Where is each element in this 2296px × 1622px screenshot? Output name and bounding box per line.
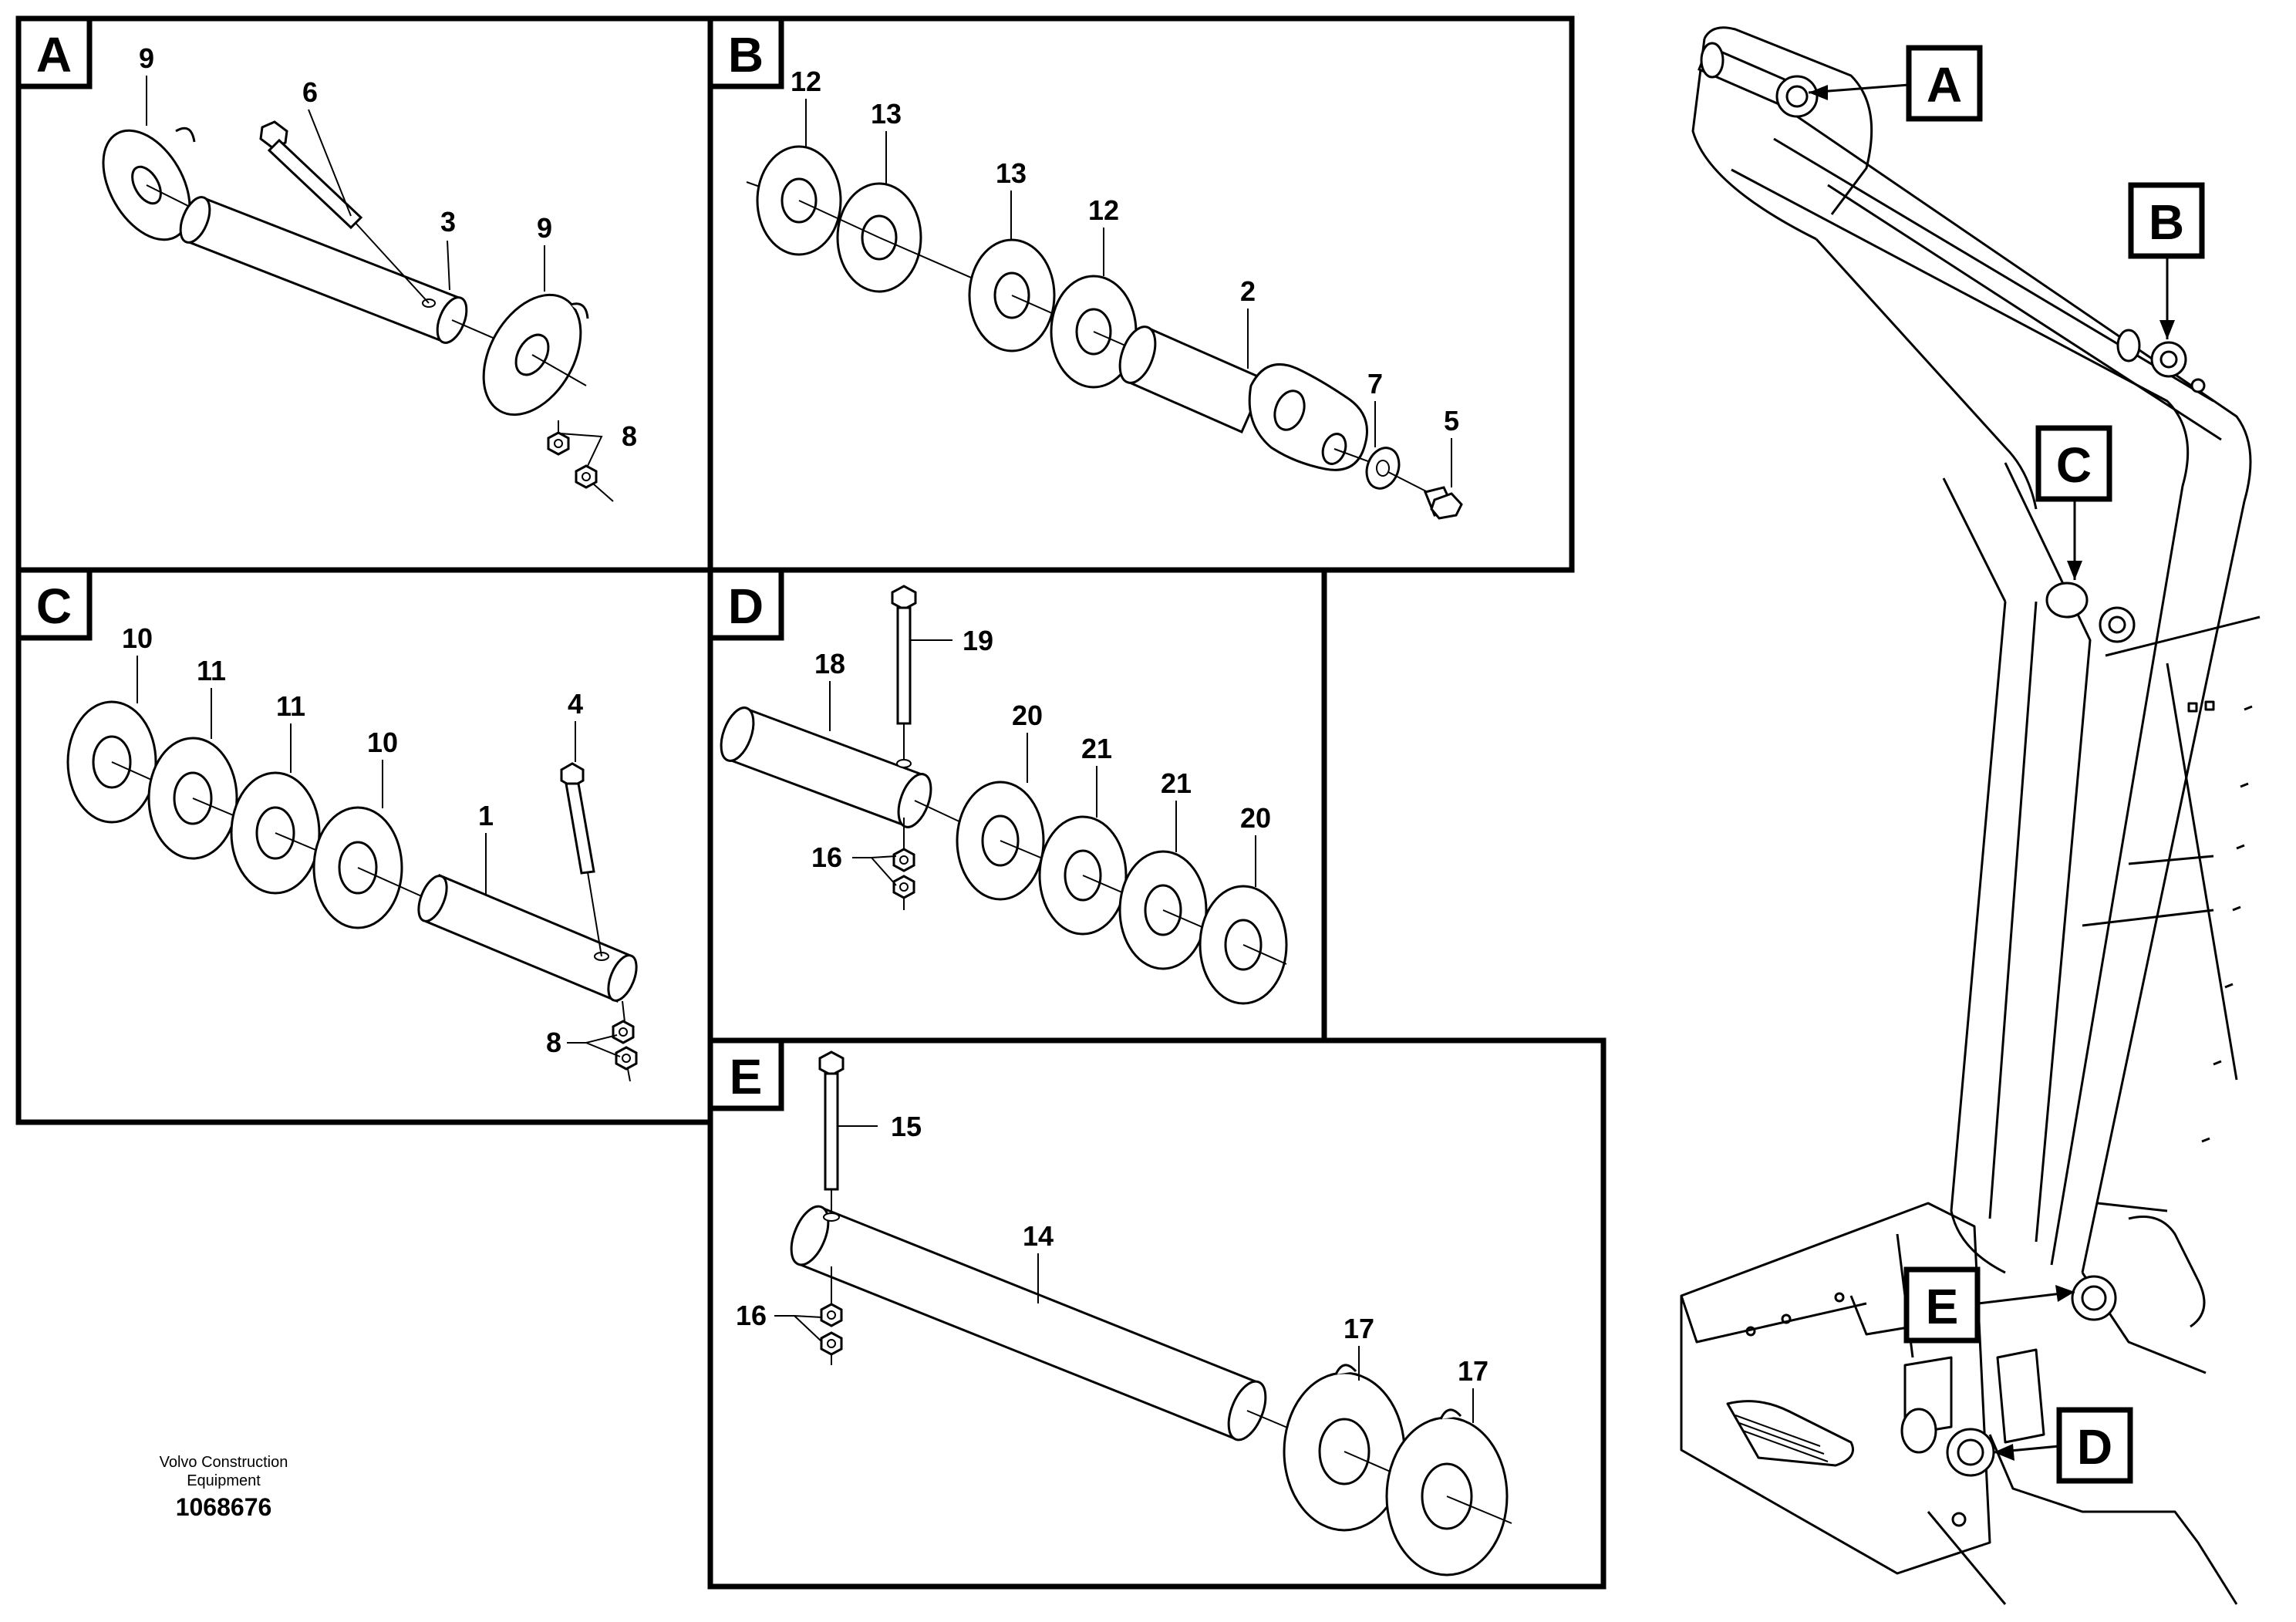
nut-8-lower bbox=[575, 464, 598, 489]
nut-8-lower-c bbox=[615, 1046, 638, 1071]
pin-18 bbox=[720, 706, 932, 828]
panel-c-letter: C bbox=[36, 578, 72, 634]
callout-d-21-right: 21 bbox=[1161, 767, 1192, 799]
callout-c-10-left: 10 bbox=[122, 622, 153, 654]
callout-d-21-left: 21 bbox=[1081, 733, 1112, 764]
callout-a-3: 3 bbox=[440, 206, 456, 238]
nut-16-lower-d bbox=[892, 875, 915, 899]
callout-c-10-right: 10 bbox=[367, 727, 398, 758]
callout-e-15: 15 bbox=[891, 1111, 922, 1142]
drawing-number: 1068676 bbox=[175, 1493, 272, 1521]
panel-d-leaders bbox=[829, 639, 1256, 887]
callout-c-4: 4 bbox=[568, 688, 583, 720]
overview-tag-b: B bbox=[2128, 182, 2205, 339]
svg-text:A: A bbox=[1927, 57, 1962, 113]
callout-a-8: 8 bbox=[622, 420, 637, 452]
callout-b-2: 2 bbox=[1240, 275, 1256, 307]
caption-line-1: Volvo Construction bbox=[159, 1454, 288, 1471]
nut-16-upper-e bbox=[820, 1303, 843, 1327]
joint-d bbox=[1900, 1408, 1995, 1477]
panel-c-leaders bbox=[137, 656, 621, 1057]
callout-e-16: 16 bbox=[736, 1300, 767, 1331]
callout-d-19: 19 bbox=[963, 625, 993, 656]
panel-b-leaders bbox=[805, 99, 1452, 487]
callout-c-1: 1 bbox=[478, 800, 494, 831]
callout-c-8: 8 bbox=[546, 1027, 561, 1058]
joint-a bbox=[1698, 42, 1819, 118]
callout-c-11-left: 11 bbox=[197, 655, 226, 686]
svg-text:C: C bbox=[2056, 437, 2092, 493]
callout-d-20-right: 20 bbox=[1240, 802, 1271, 834]
callout-b-12-left: 12 bbox=[791, 66, 821, 97]
svg-text:E: E bbox=[1926, 1279, 1959, 1334]
callout-d-20-left: 20 bbox=[1012, 700, 1043, 731]
svg-text:D: D bbox=[2077, 1419, 2112, 1475]
panel-a-label-box bbox=[15, 15, 93, 89]
callout-e-17-left: 17 bbox=[1344, 1313, 1374, 1344]
callout-b-7: 7 bbox=[1367, 368, 1383, 400]
panel-e-letter: E bbox=[730, 1049, 763, 1104]
svg-text:B: B bbox=[2149, 194, 2184, 250]
panel-d-label-box bbox=[707, 567, 784, 641]
overview-tag-d: D bbox=[1993, 1407, 2133, 1484]
panel-b: B bbox=[707, 15, 1575, 573]
panel-e-label-box bbox=[707, 1037, 784, 1111]
washer-7 bbox=[1365, 447, 1401, 490]
overview-tag-a: A bbox=[1808, 45, 1983, 122]
bolt-5 bbox=[1423, 486, 1463, 520]
publisher-caption: Volvo Construction Equipment 1068676 bbox=[116, 1453, 332, 1523]
callout-a-9-left: 9 bbox=[139, 42, 154, 74]
panel-d: D bbox=[707, 567, 1327, 1044]
panel-e: E bbox=[707, 1037, 1607, 1590]
nut-8-upper-c bbox=[612, 1020, 635, 1044]
overview-tag-c: C bbox=[2035, 425, 2112, 580]
pin-2 bbox=[1118, 325, 1368, 471]
nut-16-lower-e bbox=[820, 1331, 843, 1356]
bolt-4 bbox=[560, 762, 602, 957]
panel-b-letter: B bbox=[728, 27, 764, 83]
boom-overview bbox=[1680, 26, 2261, 1605]
bolt-19 bbox=[891, 585, 917, 762]
callout-c-11-right: 11 bbox=[276, 690, 305, 722]
joint-c bbox=[2045, 582, 2136, 643]
callout-b-12-right: 12 bbox=[1088, 194, 1119, 226]
callout-b-13-right: 13 bbox=[996, 157, 1027, 189]
panel-b-label-box bbox=[707, 15, 784, 89]
callout-a-6: 6 bbox=[302, 76, 318, 108]
nut-16-upper-d bbox=[892, 848, 915, 872]
panel-a-leaders bbox=[146, 76, 603, 467]
panel-d-letter: D bbox=[728, 578, 764, 634]
callout-d-16: 16 bbox=[811, 841, 842, 873]
overview-tag-e: E bbox=[1903, 1266, 2075, 1344]
pin-1 bbox=[417, 873, 638, 1003]
callout-a-9-right: 9 bbox=[537, 212, 552, 244]
panel-a-letter: A bbox=[36, 27, 72, 83]
bolt-6 bbox=[259, 120, 430, 304]
callout-b-13-left: 13 bbox=[871, 98, 902, 130]
callout-e-14: 14 bbox=[1023, 1220, 1054, 1252]
panel-e-leaders bbox=[774, 1125, 1474, 1423]
joint-e bbox=[2071, 1275, 2117, 1321]
panel-c: C bbox=[15, 567, 713, 1125]
joint-b bbox=[2116, 329, 2206, 393]
panel-c-label-box bbox=[15, 567, 93, 641]
panel-a: A bbox=[15, 15, 713, 573]
callout-d-18: 18 bbox=[814, 648, 845, 679]
callout-e-17-right: 17 bbox=[1458, 1355, 1489, 1387]
callout-b-5: 5 bbox=[1444, 405, 1459, 437]
nut-8-upper bbox=[547, 431, 570, 456]
caption-line-2: Equipment bbox=[187, 1472, 261, 1489]
